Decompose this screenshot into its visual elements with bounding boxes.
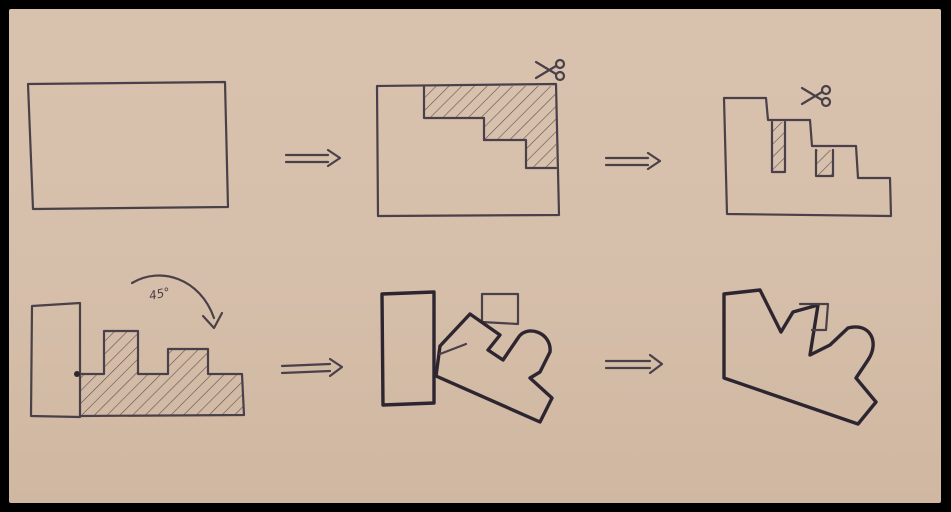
step-2-hatched-rectangle: [377, 84, 559, 216]
arrow-right-icon: [606, 355, 662, 373]
rotation-label: 45°: [148, 285, 172, 303]
step-6-final-shape: [724, 290, 876, 424]
step-3-staircase: [724, 98, 891, 216]
scissors-icon: [802, 86, 830, 106]
step-5-rotated-piece: [382, 292, 552, 422]
arrow-right-icon: [282, 359, 342, 376]
scissors-icon: [536, 60, 564, 80]
step-4-split-pieces: [31, 303, 244, 417]
curved-arrow-icon: [132, 276, 222, 328]
arrow-right-icon: [606, 153, 660, 169]
step-1-rectangle: [28, 82, 228, 209]
arrow-right-icon: [286, 150, 340, 166]
